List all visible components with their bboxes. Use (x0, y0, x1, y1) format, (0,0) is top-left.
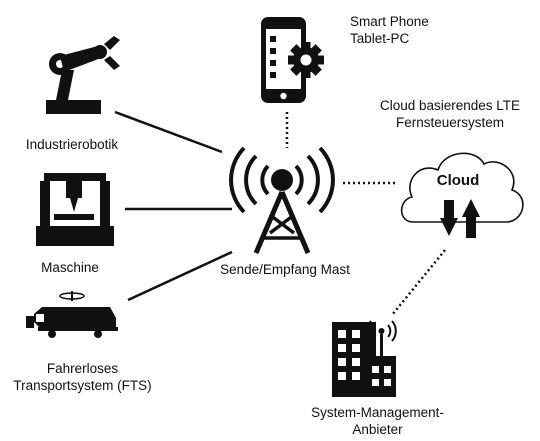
connection-robot-tower (114, 110, 223, 154)
provider-label: System-Management- Anbieter (290, 404, 465, 438)
phone-label-line2: Tablet-PC (350, 31, 410, 46)
phone-label-line1: Smart Phone (350, 14, 429, 29)
cloud-inner-text: Cloud (436, 172, 480, 189)
radio-tower-icon (229, 146, 335, 254)
robot-label: Industrierobotik (25, 137, 119, 152)
provider-label-line2: Anbieter (352, 422, 403, 437)
cloud-label-line1: Cloud basierendes LTE (379, 98, 521, 113)
building-antenna-icon (332, 320, 397, 397)
cloud-updown-icon (400, 152, 524, 238)
provider-label-line1: System-Management- (311, 405, 444, 420)
cnc-machine-icon (36, 173, 114, 246)
fts-label-line1: Fahrerloses (46, 361, 119, 376)
machine-label: Maschine (41, 260, 99, 275)
industrial-robot-arm-icon (46, 36, 120, 114)
smartphone-settings-icon (261, 17, 324, 103)
phone-label: Smart Phone Tablet-PC (350, 13, 429, 47)
connection-fts-tower (127, 250, 233, 302)
fts-label: Fahrerloses Transportsystem (FTS) (0, 360, 165, 394)
cloud-label: Cloud basierendes LTE Fernsteuersystem (355, 97, 540, 131)
connection-cloud-provider (391, 249, 446, 316)
fts-label-line2: Transportsystem (FTS) (13, 378, 152, 393)
cloud-label-line2: Fernsteuersystem (395, 115, 505, 130)
tower-label: Sende/Empfang Mast (220, 262, 350, 277)
automated-guided-vehicle-icon (26, 291, 118, 338)
